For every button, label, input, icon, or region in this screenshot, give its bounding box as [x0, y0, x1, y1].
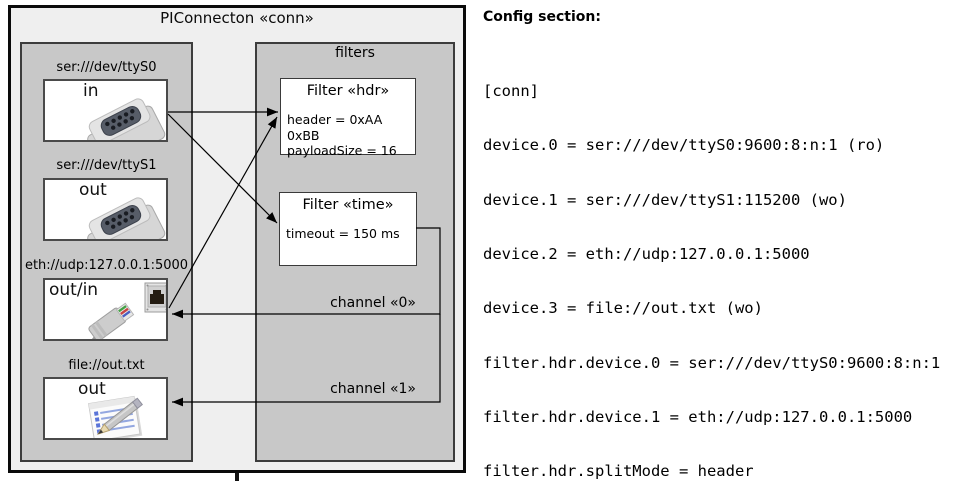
connector-title: PIConnecton «conn» — [160, 9, 314, 27]
device-box-ttyS1: out — [43, 178, 168, 241]
config-line: filter.hdr.device.1 = eth://udp:127.0.0.… — [483, 407, 913, 426]
filter-time-box: Filter «time» timeout = 150 ms — [279, 192, 417, 266]
device-box-file: out — [43, 377, 168, 440]
config-line: filter.hdr.device.0 = ser:///dev/ttyS0:9… — [483, 353, 941, 372]
config-section-heading: Config section: — [483, 9, 601, 25]
filter-hdr-box: Filter «hdr» header = 0xAA 0xBB payloadS… — [280, 78, 416, 158]
config-line: [conn] — [483, 82, 539, 101]
filter-hdr-attr-payload: payloadSize = 16 — [287, 143, 397, 158]
filter-time-attr-timeout: timeout = 150 ms — [286, 226, 400, 241]
filter-hdr-attributes: header = 0xAA 0xBB payloadSize = 16 — [287, 112, 415, 159]
config-line: device.2 = eth://udp:127.0.0.1:5000 — [483, 245, 810, 264]
filter-time-title: Filter «time» — [302, 197, 394, 213]
serial-connector-image — [87, 98, 166, 140]
frame-border-tick — [235, 473, 239, 481]
device-direction-ttyS1: out — [79, 180, 107, 200]
notepad-pencil-image — [88, 395, 143, 438]
device-direction-ttyS0: in — [83, 81, 99, 101]
device-box-eth: out/in — [43, 278, 168, 341]
channel-1-label: channel «1» — [330, 381, 416, 397]
device-label-file: file://out.txt — [68, 358, 145, 373]
device-direction-file: out — [78, 379, 106, 399]
device-box-ttyS0: in — [43, 79, 168, 142]
serial-connector-image — [87, 197, 166, 239]
device-label-eth: eth://udp:127.0.0.1:5000 — [24, 258, 189, 273]
ethernet-connector-image — [81, 282, 166, 339]
device-label-ttyS0: ser:///dev/ttyS0 — [56, 60, 157, 75]
channel-0-label: channel «0» — [330, 295, 416, 311]
device-label-ttyS1: ser:///dev/ttyS1 — [56, 158, 157, 173]
filter-time-attributes: timeout = 150 ms — [286, 226, 400, 242]
filter-hdr-title: Filter «hdr» — [306, 83, 390, 99]
device-direction-eth: out/in — [49, 280, 99, 300]
config-line: device.1 = ser:///dev/ttyS1:115200 (wo) — [483, 190, 847, 209]
config-line: device.0 = ser:///dev/ttyS0:9600:8:n:1 (… — [483, 136, 885, 155]
filter-hdr-attr-header: header = 0xAA 0xBB — [287, 112, 383, 143]
filters-panel-title: filters — [335, 45, 375, 61]
config-text-block: [conn] device.0 = ser:///dev/ttyS0:9600:… — [483, 46, 950, 484]
config-line: device.3 = file://out.txt (wo) — [483, 299, 763, 318]
config-line: filter.hdr.splitMode = header — [483, 462, 754, 481]
